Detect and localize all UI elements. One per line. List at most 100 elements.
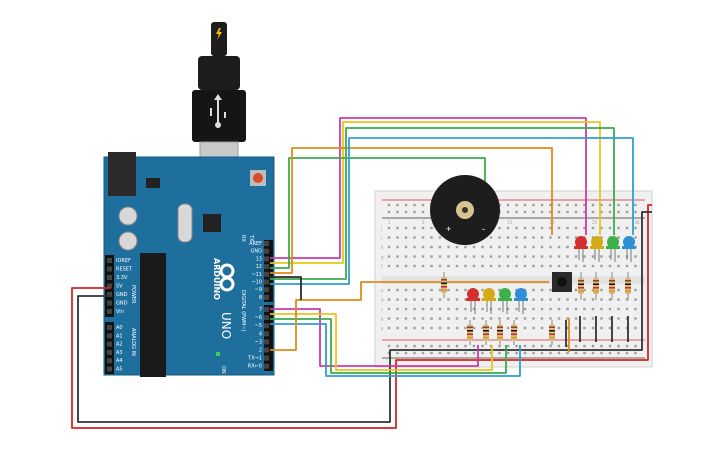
breadboard-hole[interactable] (617, 351, 620, 355)
breadboard-hole[interactable] (489, 255, 493, 258)
breadboard-hole[interactable] (455, 245, 459, 249)
breadboard-hole[interactable] (455, 255, 459, 258)
breadboard-hole[interactable] (430, 326, 433, 330)
breadboard-hole[interactable] (557, 326, 561, 330)
breadboard-hole[interactable] (566, 264, 569, 268)
breadboard-hole[interactable] (523, 317, 527, 320)
breadboard-hole[interactable] (608, 264, 612, 268)
breadboard-hole[interactable] (549, 317, 552, 320)
breadboard-hole[interactable] (566, 298, 569, 301)
breadboard-hole[interactable] (421, 203, 425, 207)
breadboard-hole[interactable] (489, 236, 493, 239)
breadboard-hole[interactable] (413, 226, 416, 230)
breadboard-hole[interactable] (430, 317, 433, 320)
breadboard-hole[interactable] (515, 245, 518, 249)
breadboard-hole[interactable] (455, 351, 459, 355)
breadboard-hole[interactable] (608, 210, 612, 214)
breadboard-hole[interactable] (600, 351, 603, 355)
breadboard-hole[interactable] (549, 264, 552, 268)
breadboard-hole[interactable] (608, 317, 612, 320)
breadboard-hole[interactable] (506, 210, 510, 214)
breadboard-hole[interactable] (617, 226, 620, 230)
breadboard-hole[interactable] (447, 307, 450, 311)
breadboard-hole[interactable] (583, 203, 586, 207)
breadboard-hole[interactable] (515, 255, 518, 258)
breadboard-hole[interactable] (557, 226, 561, 230)
header-pin[interactable] (107, 266, 112, 272)
breadboard-hole[interactable] (413, 236, 416, 239)
breadboard-hole[interactable] (464, 317, 467, 320)
breadboard-hole[interactable] (447, 288, 450, 292)
breadboard-hole[interactable] (540, 307, 544, 311)
breadboard-hole[interactable] (566, 344, 569, 348)
breadboard-hole[interactable] (447, 344, 450, 348)
breadboard-hole[interactable] (404, 298, 408, 301)
breadboard-hole[interactable] (472, 317, 476, 320)
breadboard-hole[interactable] (600, 210, 603, 214)
breadboard-hole[interactable] (421, 351, 425, 355)
breadboard-hole[interactable] (566, 245, 569, 249)
breadboard-hole[interactable] (600, 344, 603, 348)
breadboard-hole[interactable] (387, 344, 391, 348)
breadboard-hole[interactable] (438, 326, 442, 330)
breadboard-hole[interactable] (574, 226, 578, 230)
breadboard-hole[interactable] (617, 210, 620, 214)
breadboard-hole[interactable] (532, 317, 535, 320)
header-pin[interactable] (264, 347, 269, 353)
breadboard-hole[interactable] (506, 344, 510, 348)
breadboard-hole[interactable] (591, 236, 595, 239)
breadboard-hole[interactable] (634, 288, 637, 292)
breadboard-hole[interactable] (447, 264, 450, 268)
breadboard-hole[interactable] (532, 264, 535, 268)
breadboard-hole[interactable] (498, 245, 501, 249)
breadboard-hole[interactable] (566, 307, 569, 311)
breadboard-hole[interactable] (447, 298, 450, 301)
breadboard-hole[interactable] (396, 288, 399, 292)
breadboard-hole[interactable] (515, 344, 518, 348)
header-pin[interactable] (264, 363, 269, 369)
breadboard-hole[interactable] (464, 344, 467, 348)
breadboard-hole[interactable] (421, 255, 425, 258)
breadboard-hole[interactable] (464, 255, 467, 258)
breadboard-hole[interactable] (447, 317, 450, 320)
breadboard-hole[interactable] (634, 255, 637, 258)
breadboard-hole[interactable] (557, 264, 561, 268)
breadboard-hole[interactable] (634, 226, 637, 230)
breadboard-hole[interactable] (600, 236, 603, 239)
breadboard-hole[interactable] (438, 245, 442, 249)
breadboard-hole[interactable] (523, 226, 527, 230)
breadboard-hole[interactable] (583, 344, 586, 348)
breadboard-hole[interactable] (549, 226, 552, 230)
breadboard-hole[interactable] (413, 264, 416, 268)
breadboard-hole[interactable] (625, 326, 629, 330)
breadboard-hole[interactable] (396, 317, 399, 320)
breadboard-hole[interactable] (625, 264, 629, 268)
breadboard-hole[interactable] (430, 307, 433, 311)
breadboard-hole[interactable] (481, 317, 484, 320)
breadboard-hole[interactable] (549, 210, 552, 214)
breadboard-hole[interactable] (557, 307, 561, 311)
breadboard-hole[interactable] (413, 344, 416, 348)
breadboard-hole[interactable] (506, 203, 510, 207)
breadboard-hole[interactable] (489, 264, 493, 268)
breadboard-hole[interactable] (566, 226, 569, 230)
breadboard-hole[interactable] (489, 326, 493, 330)
breadboard-hole[interactable] (600, 288, 603, 292)
breadboard-hole[interactable] (591, 264, 595, 268)
breadboard-hole[interactable] (625, 351, 629, 355)
breadboard-hole[interactable] (566, 203, 569, 207)
breadboard-hole[interactable] (498, 255, 501, 258)
breadboard-hole[interactable] (523, 351, 527, 355)
breadboard-hole[interactable] (464, 326, 467, 330)
breadboard-hole[interactable] (481, 307, 484, 311)
breadboard-hole[interactable] (549, 307, 552, 311)
breadboard-hole[interactable] (506, 226, 510, 230)
breadboard-hole[interactable] (600, 203, 603, 207)
breadboard-hole[interactable] (523, 344, 527, 348)
header-pin[interactable] (107, 300, 112, 306)
breadboard-hole[interactable] (523, 245, 527, 249)
breadboard-hole[interactable] (506, 317, 510, 320)
breadboard-hole[interactable] (421, 326, 425, 330)
breadboard-hole[interactable] (617, 317, 620, 320)
breadboard-hole[interactable] (617, 236, 620, 239)
